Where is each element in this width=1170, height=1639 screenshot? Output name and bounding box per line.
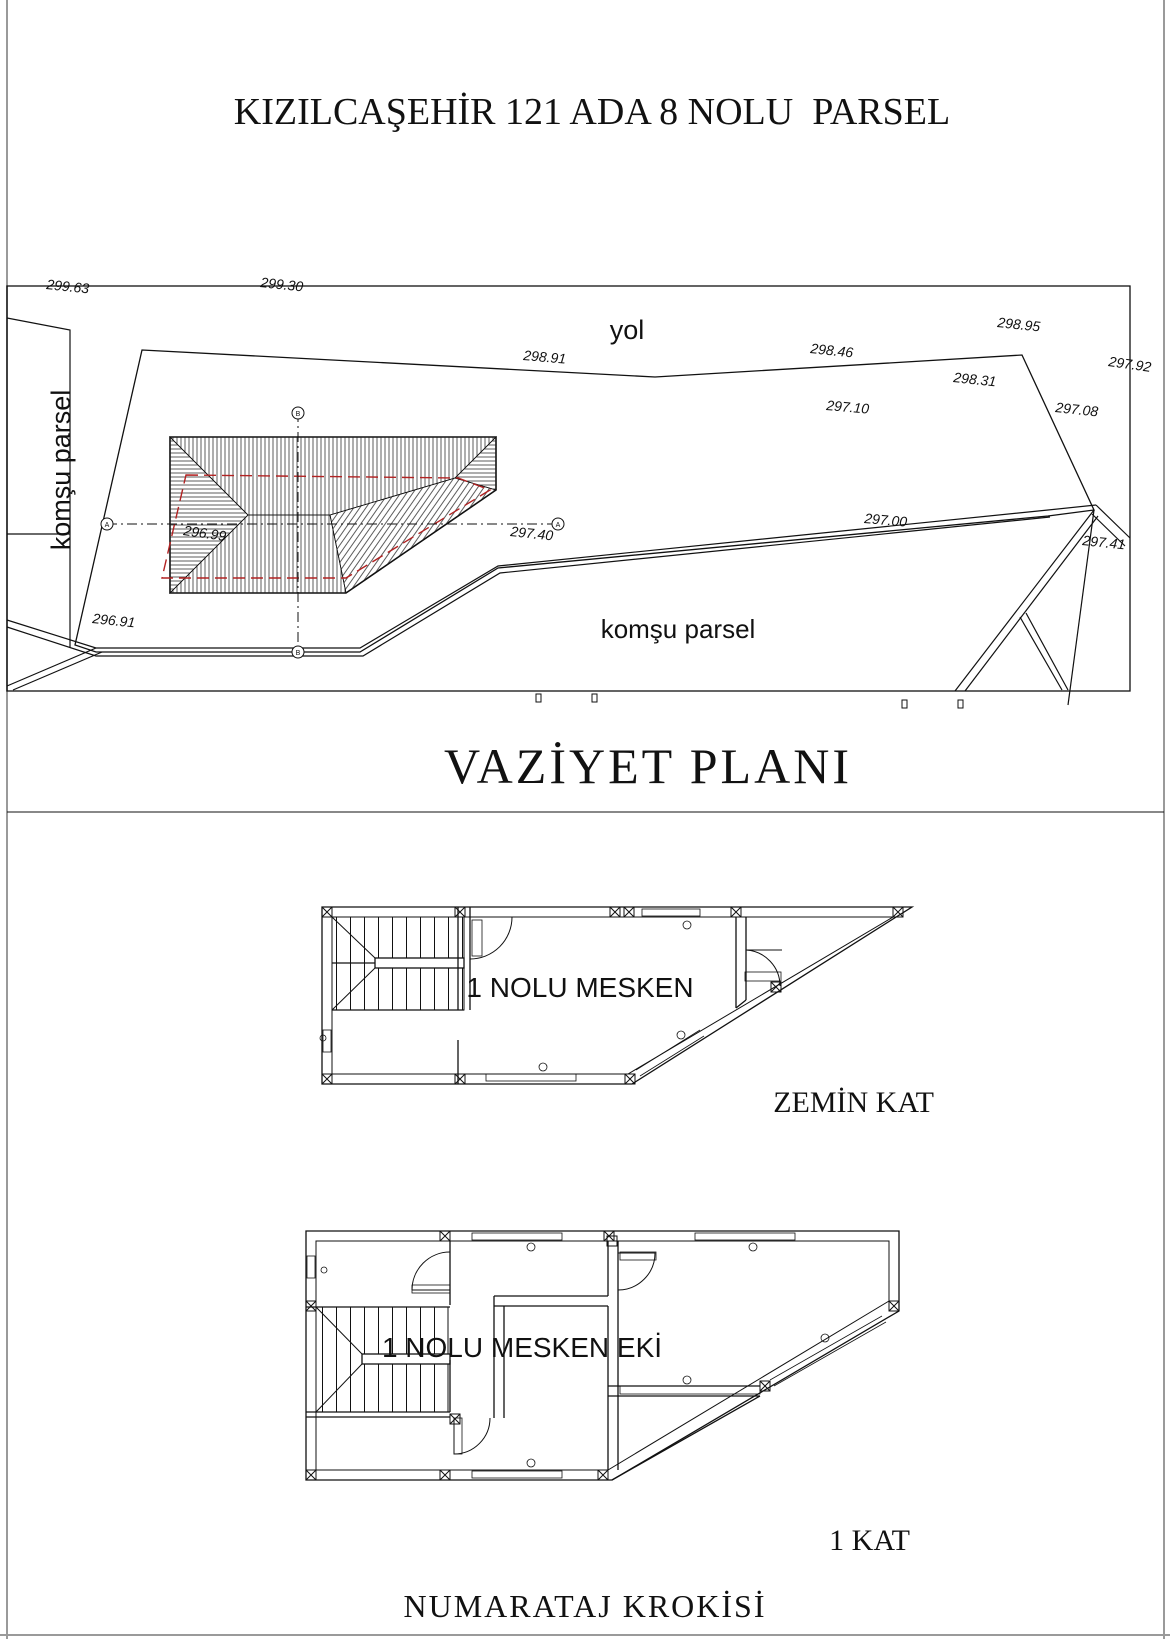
neighbor-parcel-bottom-label: komşu parsel <box>601 614 756 644</box>
elevation-label: 299.30 <box>259 274 304 295</box>
elevation-label: 298.91 <box>522 347 567 367</box>
first-floor-columns <box>305 1230 900 1481</box>
elevation-labels: 299.63 299.30 298.91 298.46 298.95 297.9… <box>45 274 1153 630</box>
elevation-label: 299.63 <box>45 276 90 297</box>
first-floor-room-label: 1 NOLU MESKEN EKİ <box>382 1332 662 1363</box>
elevation-label: 297.08 <box>1054 399 1099 420</box>
axis-mark-bottom: B <box>296 650 301 657</box>
axis-mark-top: B <box>296 411 301 418</box>
parcel-boundary <box>74 349 1095 653</box>
site-plan-frame <box>6 285 1131 692</box>
neighbor-wall <box>6 504 1131 706</box>
elevation-label: 298.46 <box>809 340 854 361</box>
elevation-label: 297.41 <box>1081 532 1126 552</box>
first-floor-plan <box>305 1230 900 1481</box>
neighbor-parcel-left-label: komşu parsel <box>46 390 76 551</box>
axis-mark-right: A <box>556 522 561 529</box>
elevation-label: 296.91 <box>91 610 136 630</box>
ground-floor-columns <box>321 906 904 1085</box>
site-plan-caption: VAZİYET PLANI <box>444 738 852 794</box>
building-roof <box>161 436 497 594</box>
reference-markers <box>535 693 964 709</box>
sheet-title: KIZILCAŞEHİR 121 ADA 8 NOLU PARSEL <box>234 91 950 133</box>
road-label: yol <box>610 315 645 345</box>
elevation-label: 297.10 <box>825 397 870 417</box>
ground-floor-room-label: 1 NOLU MESKEN <box>466 972 693 1003</box>
elevation-label: 297.40 <box>509 523 554 544</box>
left-neighbor-line <box>6 317 71 648</box>
elevation-label: 297.92 <box>1107 353 1153 375</box>
numarataj-caption: NUMARATAJ KROKİSİ <box>403 1588 766 1624</box>
section-axes <box>107 412 557 652</box>
first-floor-caption: 1 KAT <box>829 1524 910 1557</box>
axis-mark-left: A <box>105 522 110 529</box>
elevation-label: 297.00 <box>863 510 908 530</box>
elevation-label: 296.99 <box>182 522 228 544</box>
ground-floor-plan <box>319 906 915 1085</box>
ground-floor-caption: ZEMİN KAT <box>773 1086 934 1119</box>
site-plan: B A A B yol komşu parsel komşu parsel 29… <box>6 274 1153 709</box>
elevation-label: 298.31 <box>952 369 997 389</box>
axis-markers: B A A B <box>100 406 565 659</box>
elevation-label: 298.95 <box>996 314 1041 335</box>
